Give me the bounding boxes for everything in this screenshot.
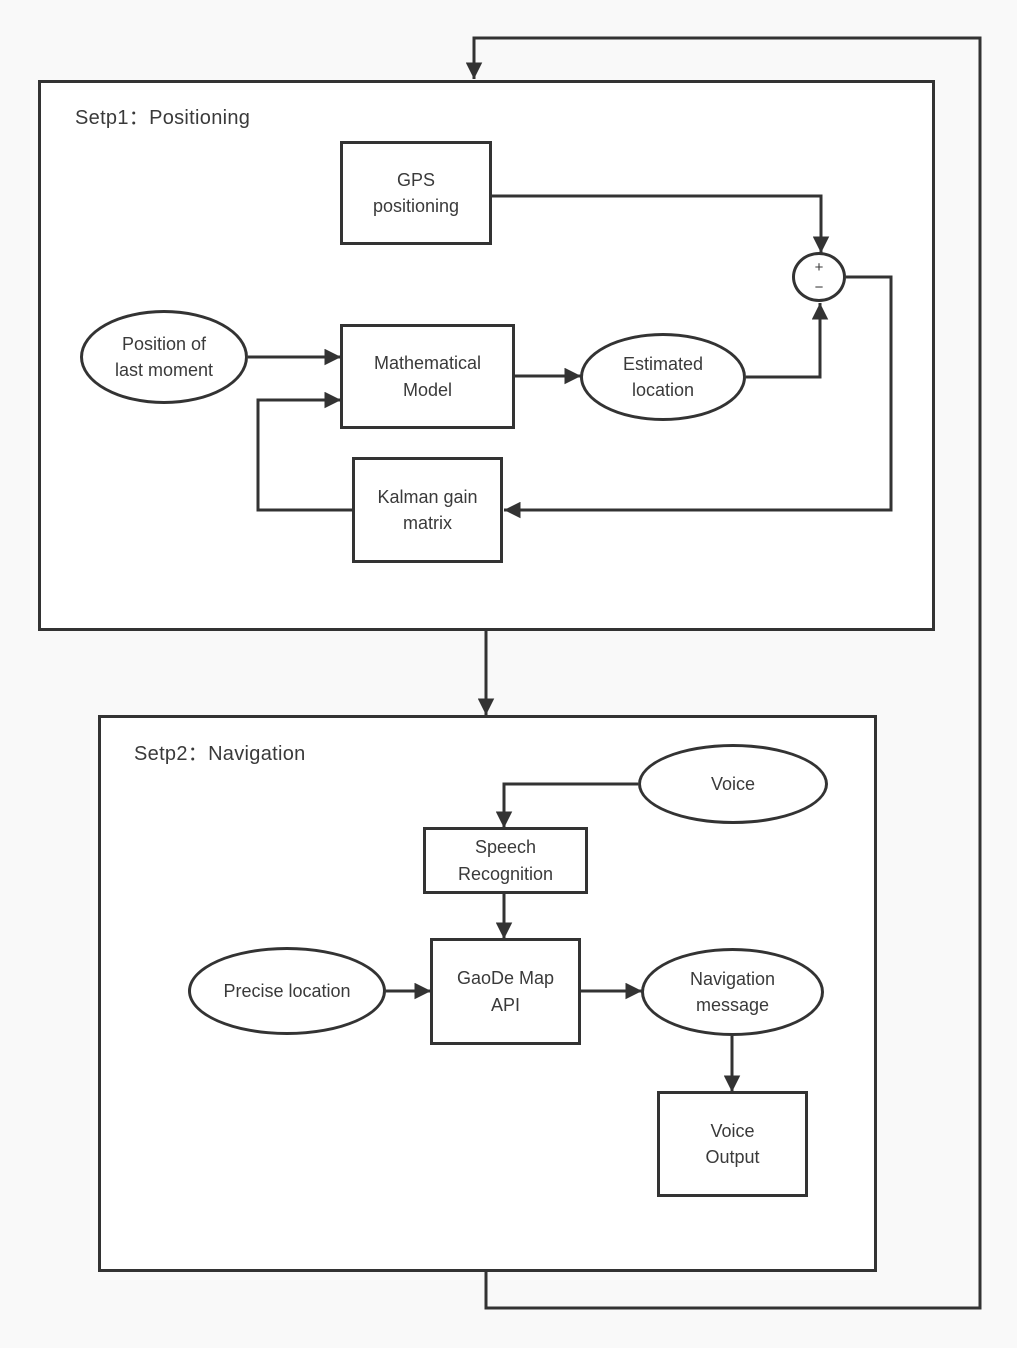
node-speech-recognition-label: Speech Recognition (457, 837, 554, 884)
node-estimated-location-label: Estimated location (622, 353, 704, 400)
node-voice-label: Voice (710, 773, 756, 794)
node-gaode-map-api: GaoDe Map API (430, 938, 581, 1045)
node-navigation-message-label: Navigation message (689, 968, 776, 1015)
plus-sign: + (814, 258, 824, 276)
step2-title: Setp2：Navigation (134, 743, 306, 765)
node-gaode-map-api-label: GaoDe Map API (456, 968, 555, 1015)
node-estimated-location: Estimated location (580, 333, 746, 421)
node-voice-output: Voice Output (657, 1091, 808, 1197)
node-precise-location: Precise location (188, 947, 386, 1035)
node-position-of-last-moment: Position of last moment (80, 310, 248, 404)
step1-title: Setp1：Positioning (75, 107, 251, 129)
node-gps-positioning: GPS positioning (340, 141, 492, 245)
node-gps-positioning-label: GPS positioning (372, 169, 460, 216)
node-precise-location-label: Precise location (223, 980, 351, 1001)
node-voice: Voice (638, 744, 828, 824)
node-voice-output-label: Voice Output (705, 1120, 760, 1167)
node-kalman-gain-matrix-label: Kalman gain matrix (377, 486, 478, 533)
node-position-of-last-moment-label: Position of last moment (114, 333, 214, 380)
node-mathematical-model-label: Mathematical Model (373, 353, 482, 400)
summing-junction: + − (792, 252, 846, 302)
node-navigation-message: Navigation message (641, 948, 824, 1036)
minus-sign: − (814, 278, 824, 296)
node-kalman-gain-matrix: Kalman gain matrix (352, 457, 503, 563)
node-mathematical-model: Mathematical Model (340, 324, 515, 429)
node-speech-recognition: Speech Recognition (423, 827, 588, 894)
